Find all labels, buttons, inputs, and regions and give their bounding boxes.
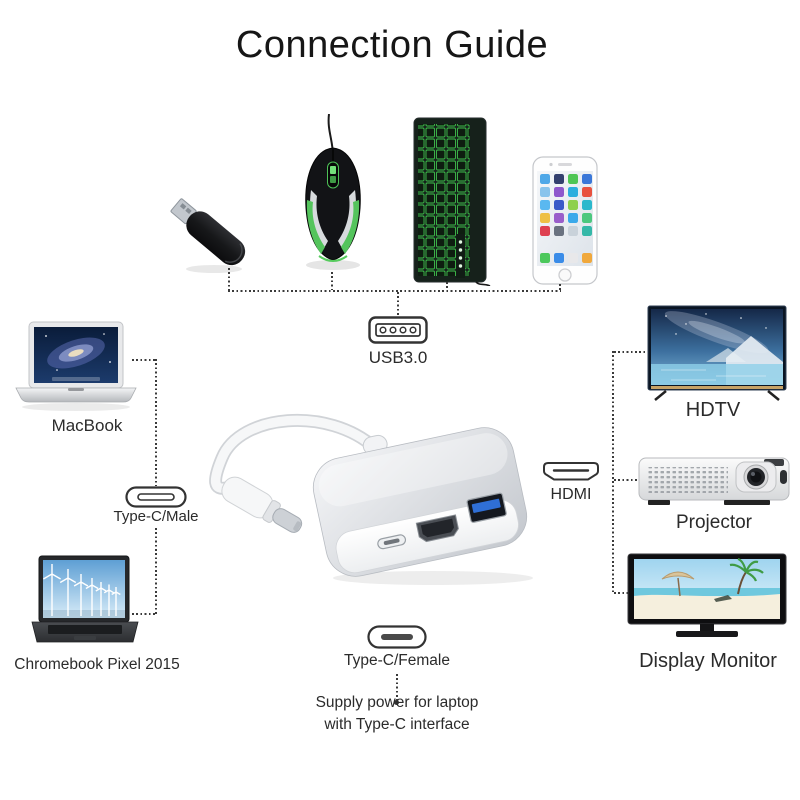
usb-flash-drive-image [168, 192, 260, 276]
connector-line [559, 284, 561, 290]
chromebook-image [26, 554, 144, 650]
display-monitor-image [626, 552, 788, 644]
connector-line [228, 268, 230, 290]
connector-line [331, 272, 333, 290]
connector-line [612, 351, 614, 594]
connector-line [132, 359, 157, 361]
type-c-female-label: Type-C/Female [344, 652, 450, 669]
macbook-image [12, 320, 140, 414]
connector-endpoint-dot [394, 700, 399, 705]
connector-line [155, 359, 157, 486]
connector-line [396, 674, 398, 700]
usb-port-label: USB3.0 [368, 348, 428, 367]
chromebook-label: Chromebook Pixel 2015 [14, 656, 180, 673]
connector-line [614, 479, 640, 481]
power-note-line2: with Type-C interface [324, 716, 470, 733]
page-title: Connection Guide [235, 24, 549, 66]
connector-line [228, 290, 561, 292]
connector-line [155, 528, 157, 614]
hdmi-port-icon [542, 461, 600, 485]
projector-label: Projector [675, 512, 753, 533]
display-monitor-label: Display Monitor [639, 650, 777, 672]
backlit-keyboard-image [404, 116, 494, 286]
connector-line [397, 292, 399, 316]
connector-line [614, 351, 650, 353]
usb-a-port-icon [368, 316, 428, 344]
hdtv-image [646, 304, 788, 402]
power-note-line1: Supply power for laptop [315, 694, 479, 711]
connector-line [132, 613, 157, 615]
connector-line [446, 282, 448, 290]
type-c-female-icon [367, 625, 427, 649]
projector-image [636, 450, 794, 514]
type-c-male-label: Type-C/Male [113, 508, 199, 525]
gaming-mouse-image [292, 114, 374, 276]
macbook-label: MacBook [51, 416, 123, 435]
hdmi-port-label: HDMI [550, 486, 592, 503]
smartphone-image [531, 156, 599, 286]
usb-c-hub-adapter-image [178, 398, 542, 594]
type-c-male-icon [125, 486, 187, 508]
hdtv-label: HDTV [685, 399, 741, 421]
